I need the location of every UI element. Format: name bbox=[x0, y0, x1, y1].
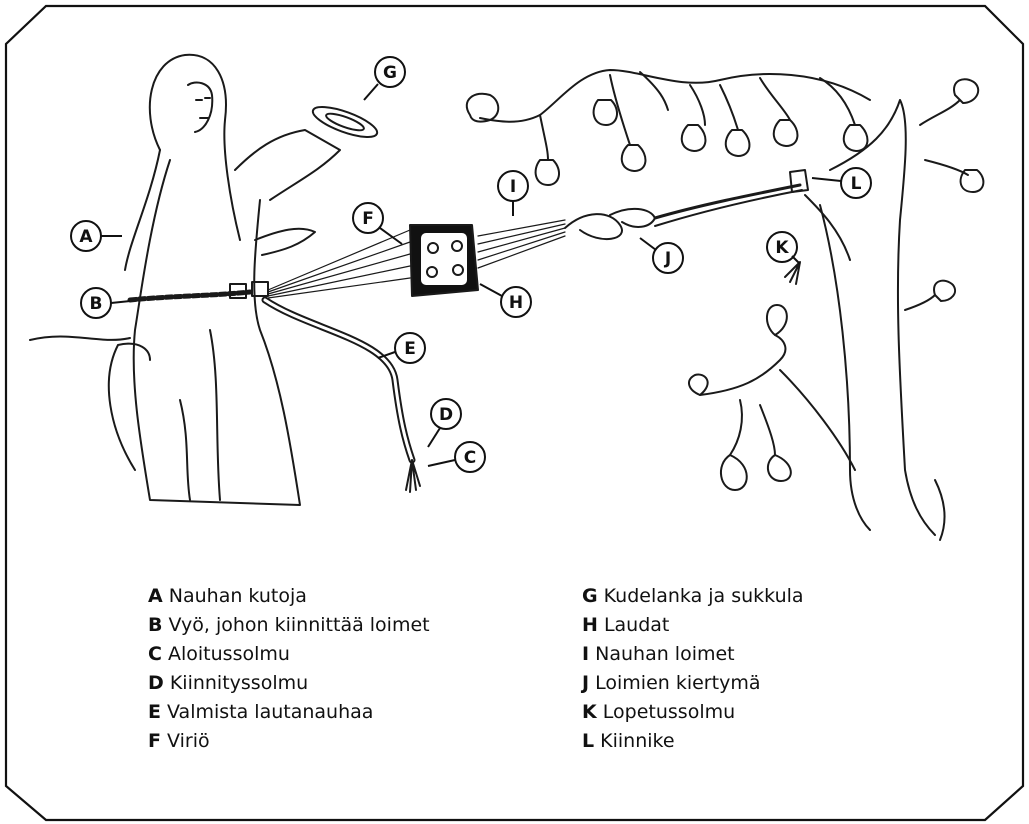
legend-item-i: I Nauhan loimet bbox=[582, 640, 804, 669]
end-knot bbox=[790, 170, 808, 192]
tablets bbox=[410, 225, 478, 296]
callout-D: D bbox=[428, 399, 461, 447]
svg-text:B: B bbox=[90, 294, 103, 314]
callout-J: J bbox=[640, 238, 683, 273]
legend-item-a: A Nauhan kutoja bbox=[148, 582, 430, 611]
callout-F: F bbox=[353, 203, 402, 244]
woven-band bbox=[265, 300, 412, 460]
svg-text:D: D bbox=[439, 405, 453, 425]
legend-right-column: G Kudelanka ja sukkula H Laudat I Nauhan… bbox=[582, 582, 804, 756]
legend-item-e: E Valmista lautanauhaa bbox=[148, 698, 430, 727]
svg-text:L: L bbox=[851, 174, 862, 194]
legend-item-l: L Kiinnike bbox=[582, 727, 804, 756]
legend-item-k: K Lopetussolmu bbox=[582, 698, 804, 727]
legend-item-d: D Kiinnityssolmu bbox=[148, 669, 430, 698]
svg-text:K: K bbox=[775, 238, 789, 258]
callout-C: C bbox=[428, 442, 485, 472]
shuttle bbox=[310, 101, 381, 143]
tree bbox=[467, 70, 984, 540]
callout-L: L bbox=[812, 168, 871, 198]
callout-B: B bbox=[81, 288, 130, 318]
svg-text:F: F bbox=[362, 209, 374, 229]
svg-text:J: J bbox=[664, 249, 671, 269]
svg-text:E: E bbox=[404, 339, 416, 359]
callout-G: G bbox=[364, 57, 405, 100]
legend-item-g: G Kudelanka ja sukkula bbox=[582, 582, 804, 611]
legend-left-column: A Nauhan kutoja B Vyö, johon kiinnittää … bbox=[148, 582, 430, 756]
callout-K: K bbox=[767, 232, 800, 264]
svg-text:H: H bbox=[509, 293, 523, 313]
legend-item-b: B Vyö, johon kiinnittää loimet bbox=[148, 611, 430, 640]
svg-text:I: I bbox=[510, 177, 516, 197]
legend-item-f: F Viriö bbox=[148, 727, 430, 756]
legend-item-h: H Laudat bbox=[582, 611, 804, 640]
svg-text:A: A bbox=[79, 227, 93, 247]
callout-A: A bbox=[71, 221, 122, 251]
warp-twist bbox=[565, 209, 655, 239]
legend-item-j: J Loimien kiertymä bbox=[582, 669, 804, 698]
svg-text:C: C bbox=[464, 448, 476, 468]
ground-line bbox=[30, 336, 130, 340]
legend-item-c: C Aloitussolmu bbox=[148, 640, 430, 669]
callout-I: I bbox=[498, 171, 528, 216]
svg-text:G: G bbox=[383, 63, 397, 83]
callout-H: H bbox=[480, 284, 531, 317]
weaver-figure bbox=[125, 55, 340, 505]
seat bbox=[109, 344, 150, 470]
